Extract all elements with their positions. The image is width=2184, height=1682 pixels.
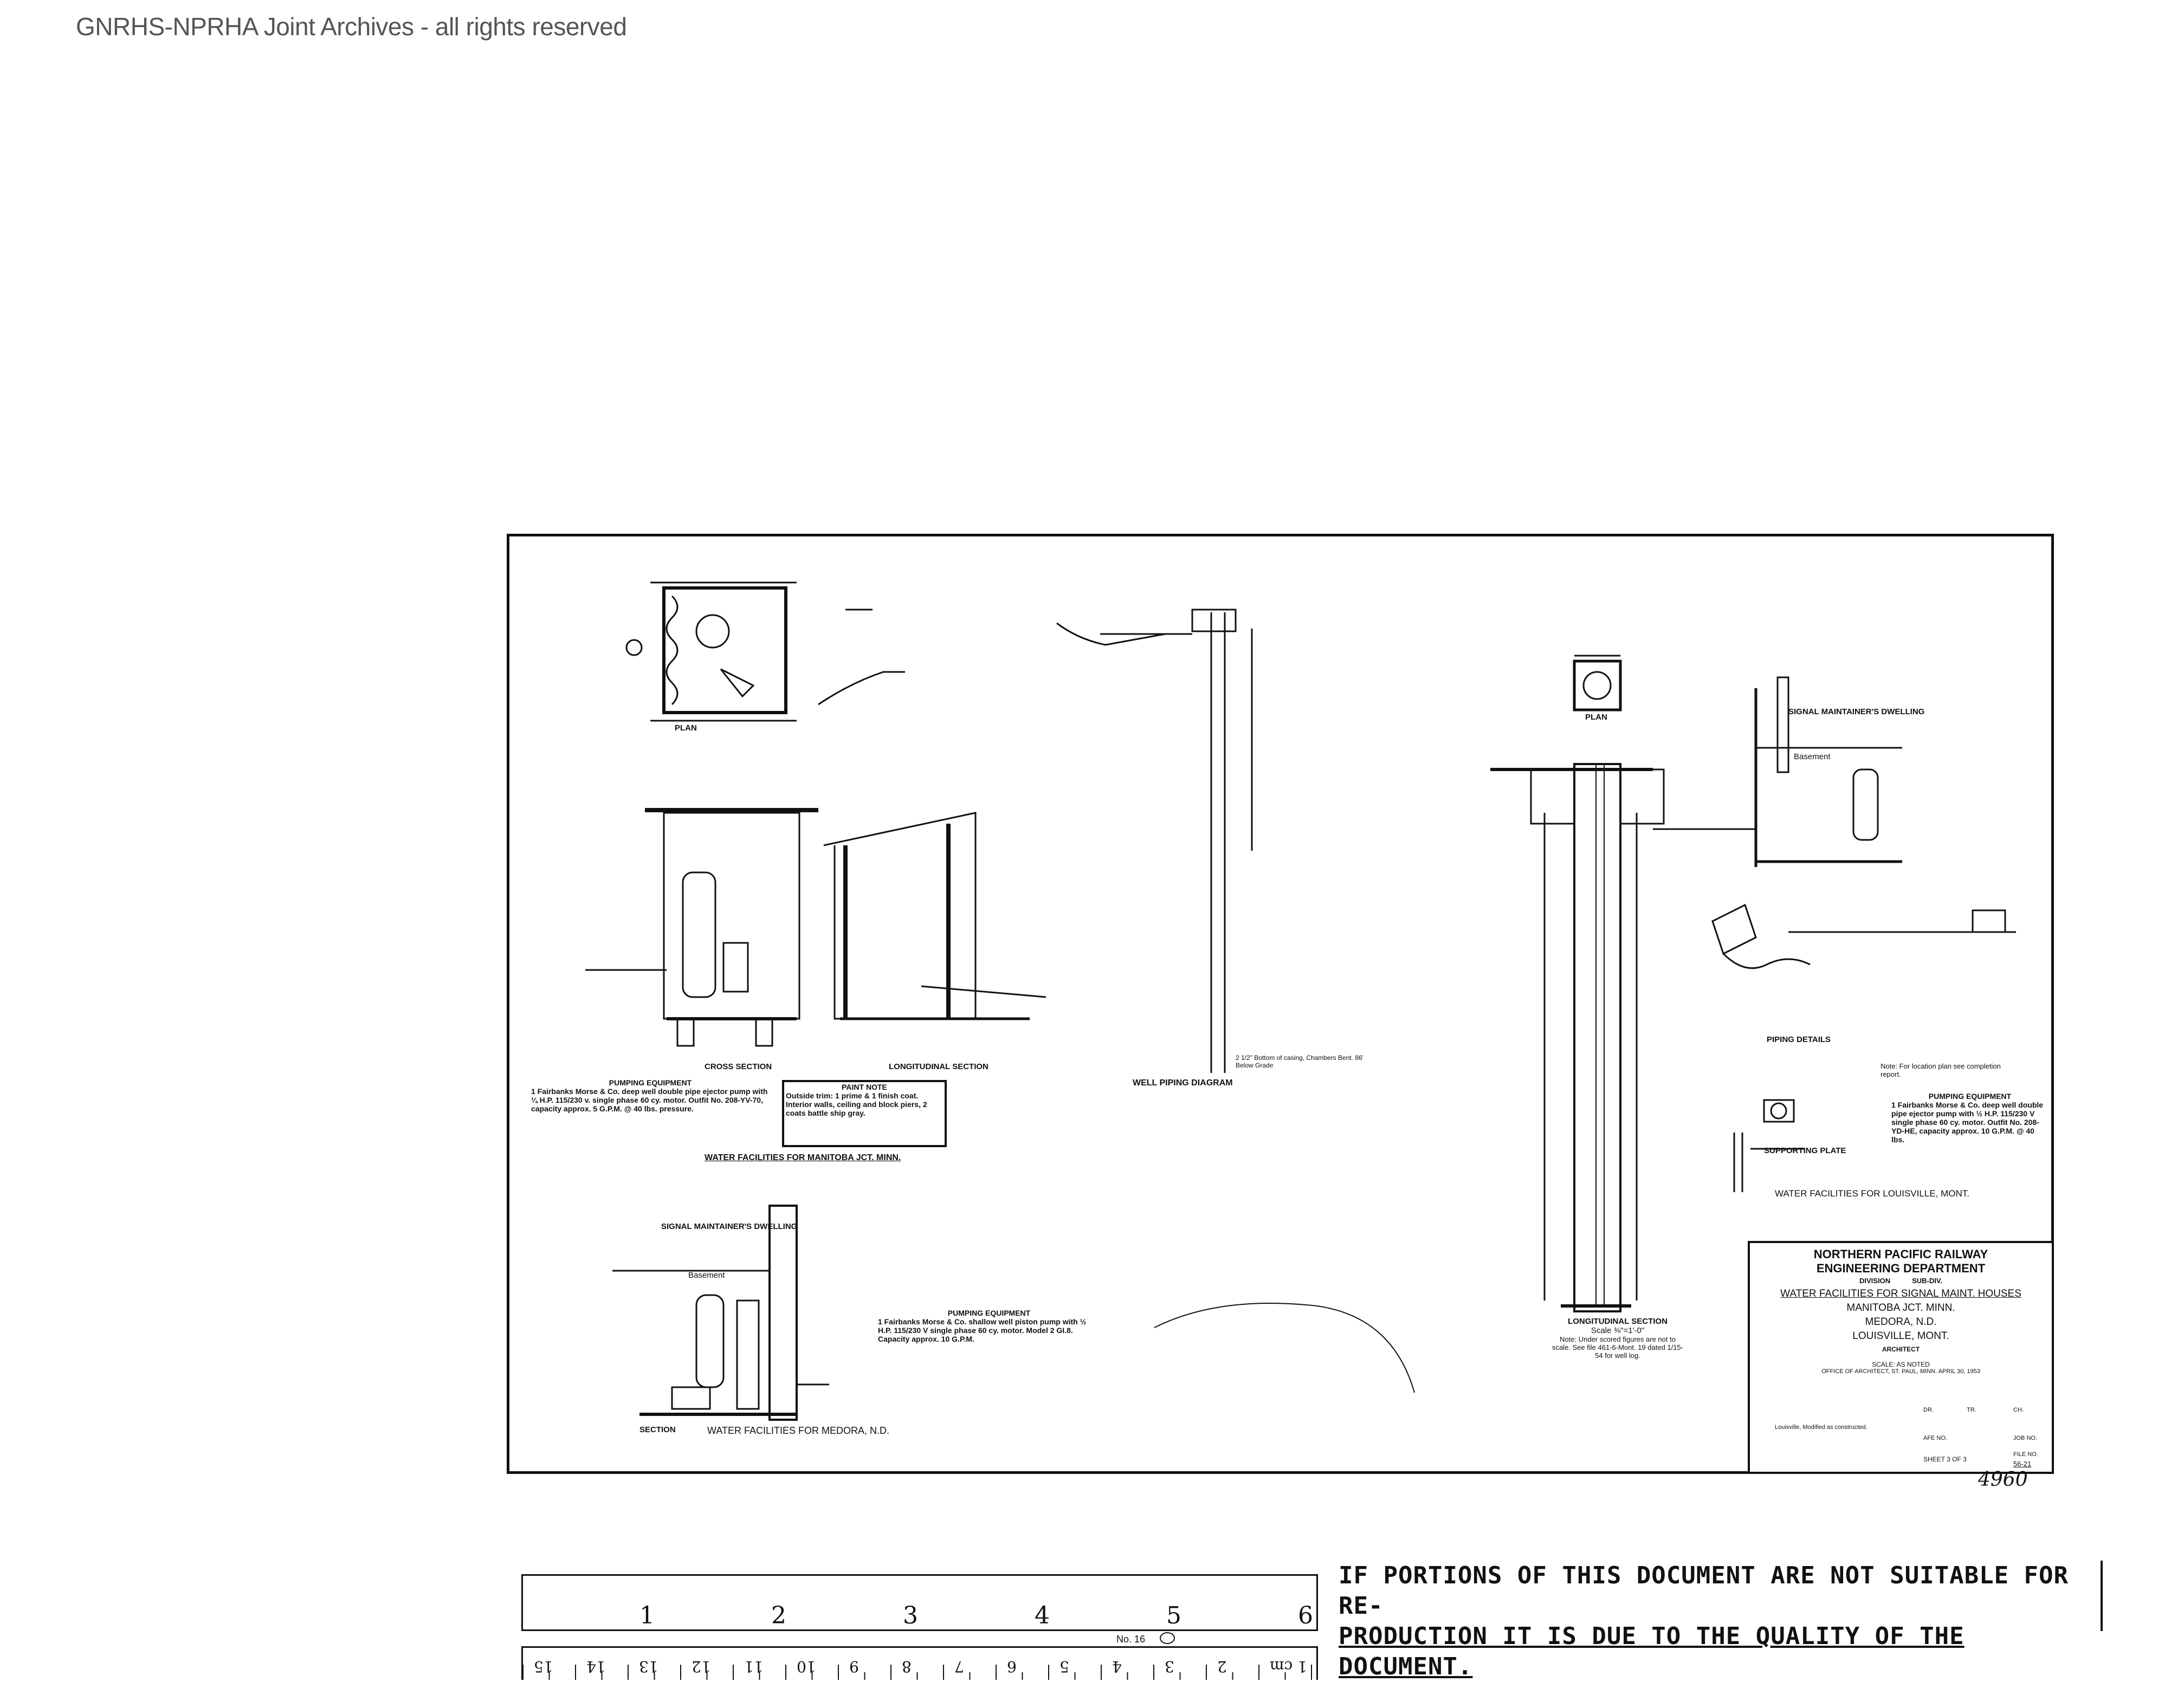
title-location-3: LOUISVILLE, MONT. [1852, 1330, 1949, 1342]
cm-label: 3 [1165, 1658, 1174, 1675]
title-tr: TR. [1967, 1407, 1976, 1413]
title-location-1: MANITOBA JCT. MINN. [1846, 1302, 1955, 1314]
location-note: Note: For location plan see completion r… [1881, 1062, 2001, 1078]
louisville-caption: WATER FACILITIES FOR LOUISVILLE, MONT. [1775, 1188, 1969, 1199]
well-piping-note: 2 1/2" Bottom of casing, Chambers Bent. … [1236, 1054, 1364, 1069]
inch-label: 5 [1166, 1602, 1181, 1629]
louisville-plan-label: PLAN [1585, 713, 1607, 722]
title-revision-note: Louisville, Modified as constructed. [1775, 1424, 1868, 1431]
title-job: JOB NO. [2013, 1435, 2038, 1441]
manitoba-cross-section-label: CROSS SECTION [705, 1062, 772, 1071]
cm-label: 15 [534, 1658, 553, 1675]
cm-label: 8 [902, 1658, 912, 1675]
title-office: OFFICE OF ARCHITECT, ST. PAUL, MINN. APR… [1821, 1368, 1980, 1375]
louisville-pumping-equipment: PUMPING EQUIPMENT 1 Fairbanks Morse & Co… [1891, 1092, 2049, 1144]
title-block: NORTHERN PACIFIC RAILWAY ENGINEERING DEP… [1748, 1241, 2054, 1474]
title-afe: AFE NO. [1923, 1435, 1948, 1441]
cm-label: 4 [1112, 1658, 1122, 1675]
cm-label: 1 cm [1270, 1658, 1307, 1675]
drawing-sheet [507, 534, 2054, 1474]
cm-label: 2 [1217, 1658, 1227, 1675]
manitoba-caption: WATER FACILITIES FOR MANITOBA JCT. MINN. [705, 1153, 901, 1162]
title-department: ENGINEERING DEPARTMENT [1816, 1262, 1986, 1275]
louisville-scale: Scale ⅜"=1'-0" [1591, 1326, 1645, 1335]
louisville-longitudinal-section: LONGITUDINAL SECTION Scale ⅜"=1'-0" Note… [1550, 1317, 1685, 1360]
well-piping-caption: WELL PIPING DIAGRAM [1133, 1078, 1233, 1088]
manitoba-pumping-text: 1 Fairbanks Morse & Co. deep well double… [531, 1087, 768, 1113]
medora-basement-label: Basement [688, 1271, 725, 1280]
manitoba-pumping-title: PUMPING EQUIPMENT [609, 1078, 692, 1087]
title-file-number: 56-21 [2013, 1460, 2032, 1468]
paint-note-text: Outside trim: 1 prime & 1 finish coat. I… [786, 1091, 927, 1117]
archive-watermark: GNRHS-NPRHA Joint Archives - all rights … [76, 12, 627, 41]
notice-line-1: IF PORTIONS OF THIS DOCUMENT ARE NOT SUI… [1339, 1562, 2069, 1620]
cm-label: 13 [639, 1658, 658, 1675]
medora-pumping-title: PUMPING EQUIPMENT [947, 1309, 1031, 1317]
medora-pumping-equipment: PUMPING EQUIPMENT 1 Fairbanks Morse & Co… [878, 1309, 1100, 1343]
cm-label: 12 [692, 1658, 711, 1675]
inch-label: 3 [903, 1602, 918, 1629]
inch-label: 4 [1035, 1602, 1050, 1629]
piping-details-label: PIPING DETAILS [1767, 1035, 1831, 1044]
title-architect: ARCHITECT [1882, 1345, 1920, 1353]
title-subdiv: SUB-DIV. [1912, 1277, 1942, 1285]
medora-dwelling-label: SIGNAL MAINTAINER'S DWELLING [661, 1222, 798, 1231]
handwritten-number: 4960 [1978, 1468, 2028, 1491]
louisville-note: Note: Under scored figures are not to sc… [1552, 1335, 1684, 1360]
reproduction-notice: IF PORTIONS OF THIS DOCUMENT ARE NOT SUI… [1339, 1561, 2103, 1680]
title-division-row: DIVISION SUB-DIV. [1750, 1277, 2052, 1285]
louisville-pumping-text: 1 Fairbanks Morse & Co. deep well double… [1891, 1101, 2044, 1144]
title-scale: SCALE: AS NOTED [1872, 1361, 1930, 1368]
inch-label: 1 [639, 1602, 655, 1629]
title-location-2: MEDORA, N.D. [1865, 1316, 1937, 1328]
cm-label: 10 [797, 1658, 816, 1675]
louisville-pumping-title: PUMPING EQUIPMENT [1928, 1092, 2012, 1101]
medora-section-label: SECTION [639, 1425, 676, 1434]
medora-caption: WATER FACILITIES FOR MEDORA, N.D. [707, 1425, 890, 1436]
inch-label: 6 [1298, 1602, 1313, 1629]
manitoba-longitudinal-section-label: LONGITUDINAL SECTION [889, 1062, 988, 1071]
supporting-plate-label: SUPPORTING PLATE [1764, 1146, 1846, 1155]
title-railway: NORTHERN PACIFIC RAILWAY [1813, 1247, 1988, 1261]
notice-line-2: PRODUCTION IT IS DUE TO THE QUALITY OF T… [1339, 1622, 1965, 1680]
manitoba-paint-note: PAINT NOTE Outside trim: 1 prime & 1 fin… [786, 1083, 943, 1117]
manitoba-plan-label: PLAN [675, 723, 697, 733]
louisville-basement-label: Basement [1794, 752, 1831, 761]
title-division: DIVISION [1859, 1277, 1891, 1285]
title-sheet: SHEET 3 OF 3 [1923, 1455, 1967, 1463]
inch-label: 2 [771, 1602, 786, 1629]
louisville-dwelling-label: SIGNAL MAINTAINER'S DWELLING [1788, 707, 1925, 716]
title-ch: CH. [2013, 1407, 2024, 1413]
louisville-longitudinal-title: LONGITUDINAL SECTION [1568, 1317, 1668, 1326]
cm-label: 14 [586, 1658, 606, 1675]
inch-ruler: 1 2 3 4 5 6 [521, 1574, 1318, 1631]
cm-label: 6 [1007, 1658, 1017, 1675]
cm-label: 7 [954, 1658, 964, 1675]
title-file-label: FILE NO. [2013, 1451, 2038, 1458]
cm-ruler: 15 14 13 12 11 10 9 8 7 6 5 4 3 2 1 cm [521, 1646, 1318, 1680]
cm-label: 11 [744, 1658, 764, 1675]
cm-label: 9 [849, 1658, 859, 1675]
manitoba-pumping-equipment: PUMPING EQUIPMENT 1 Fairbanks Morse & Co… [531, 1078, 770, 1113]
cm-label: 5 [1059, 1658, 1069, 1675]
ruler-logo-icon [1160, 1632, 1175, 1644]
ruler-brand: No. 16 [1116, 1634, 1146, 1645]
medora-pumping-text: 1 Fairbanks Morse & Co. shallow well pis… [878, 1317, 1087, 1343]
title-subject: WATER FACILITIES FOR SIGNAL MAINT. HOUSE… [1780, 1288, 2021, 1299]
paint-note-title: PAINT NOTE [842, 1083, 887, 1091]
title-dr: DR. [1923, 1407, 1934, 1413]
